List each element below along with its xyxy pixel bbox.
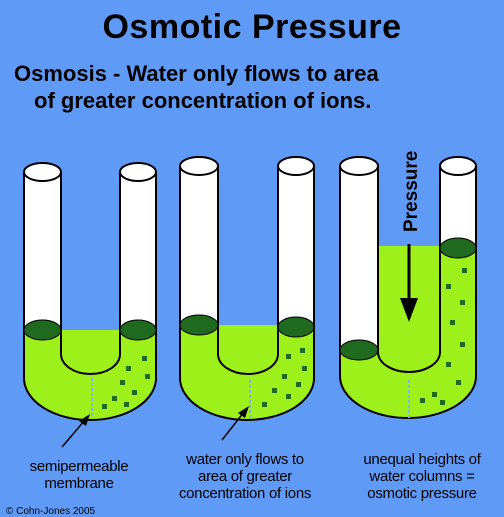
ion-dot bbox=[296, 382, 301, 387]
ion-dot bbox=[132, 390, 137, 395]
tube-3-right-meniscus bbox=[439, 237, 477, 259]
caption-line: osmotic pressure bbox=[367, 485, 477, 502]
ion-dot bbox=[300, 348, 305, 353]
tube-2-empty-right bbox=[278, 166, 314, 325]
pressure-label: Pressure bbox=[401, 151, 422, 232]
tube-1-left-meniscus bbox=[23, 319, 62, 341]
tube-2-outer-wall bbox=[179, 166, 315, 421]
tube-3-left-opening bbox=[339, 156, 379, 176]
ion-dot bbox=[282, 374, 287, 379]
caption-line: water only flows to bbox=[186, 451, 304, 468]
ion-dot bbox=[456, 380, 461, 385]
page-title: Osmotic Pressure bbox=[102, 8, 402, 46]
membrane-pointer-arrow bbox=[61, 414, 90, 448]
ion-dot bbox=[432, 392, 437, 397]
ion-dot bbox=[302, 366, 307, 371]
copyright-notice: © Cohn-Jones 2005 bbox=[6, 506, 96, 517]
tube-3-inner-wall bbox=[377, 166, 441, 373]
ion-dot bbox=[126, 366, 131, 371]
ion-dot bbox=[272, 388, 277, 393]
caption-line: membrane bbox=[44, 475, 114, 492]
ion-dot bbox=[145, 374, 150, 379]
ion-dot bbox=[120, 380, 125, 385]
tube-1-liquid bbox=[24, 330, 156, 420]
caption-line: water columns = bbox=[369, 468, 475, 485]
tube-1-empty-left bbox=[24, 172, 61, 330]
ion-dot bbox=[460, 300, 465, 305]
ion-dot bbox=[450, 320, 455, 325]
ion-dot bbox=[462, 268, 467, 273]
tube-3-empty-left bbox=[340, 166, 378, 350]
tube-1-right-meniscus bbox=[119, 319, 157, 341]
tube-2-left-meniscus bbox=[179, 314, 219, 336]
caption-line: area of greater bbox=[198, 468, 292, 485]
ion-dot bbox=[124, 402, 129, 407]
tube-1-ions bbox=[102, 356, 150, 409]
ion-dot bbox=[286, 354, 291, 359]
osmotic-pressure-caption: unequal heights of water columns = osmot… bbox=[342, 451, 502, 502]
u-tube-3 bbox=[339, 156, 477, 419]
flow-pointer-arrow bbox=[221, 406, 249, 441]
tube-2-empty-left bbox=[180, 166, 218, 325]
ion-dot bbox=[420, 398, 425, 403]
tube-1-empty-right bbox=[120, 172, 156, 330]
tube-2-right-meniscus bbox=[277, 316, 315, 338]
tube-3-left-meniscus bbox=[339, 339, 379, 361]
tube-2-ions bbox=[262, 348, 307, 407]
ion-dot bbox=[112, 396, 117, 401]
tube-2-right-opening bbox=[277, 156, 315, 176]
tube-3-right-opening bbox=[439, 156, 477, 176]
tube-3-empty-right bbox=[440, 166, 476, 246]
pressure-arrow bbox=[400, 244, 418, 322]
ion-dot bbox=[446, 362, 451, 367]
membrane-caption: semipermeable membrane bbox=[4, 458, 154, 492]
tube-2-liquid bbox=[180, 325, 314, 420]
flow-caption: water only flows to area of greater conc… bbox=[160, 451, 330, 502]
caption-line: unequal heights of bbox=[363, 451, 481, 468]
tube-3-ions bbox=[420, 268, 467, 405]
ion-dot bbox=[286, 394, 291, 399]
tube-2-left-opening bbox=[179, 156, 219, 176]
ion-dot bbox=[460, 342, 465, 347]
u-tube-2 bbox=[179, 156, 315, 421]
subtitle-line-1: Osmosis - Water only flows to area bbox=[14, 61, 379, 86]
tube-2-inner-wall bbox=[217, 166, 279, 375]
ion-dot bbox=[446, 284, 451, 289]
ion-dot bbox=[440, 400, 445, 405]
ion-dot bbox=[262, 402, 267, 407]
tube-1-right-opening bbox=[119, 162, 157, 182]
ion-dot bbox=[102, 404, 107, 409]
tube-1-outer-wall bbox=[23, 172, 157, 421]
u-tube-1 bbox=[23, 162, 157, 421]
subtitle-line-2: of greater concentration of ions. bbox=[34, 88, 372, 113]
caption-line: semipermeable bbox=[29, 458, 129, 475]
ion-dot bbox=[142, 356, 147, 361]
tube-1-left-opening bbox=[23, 162, 62, 182]
tube-1-inner-wall bbox=[60, 172, 121, 375]
caption-line: concentration of ions bbox=[178, 485, 312, 502]
subtitle: Osmosis - Water only flows to area of gr… bbox=[14, 60, 504, 114]
